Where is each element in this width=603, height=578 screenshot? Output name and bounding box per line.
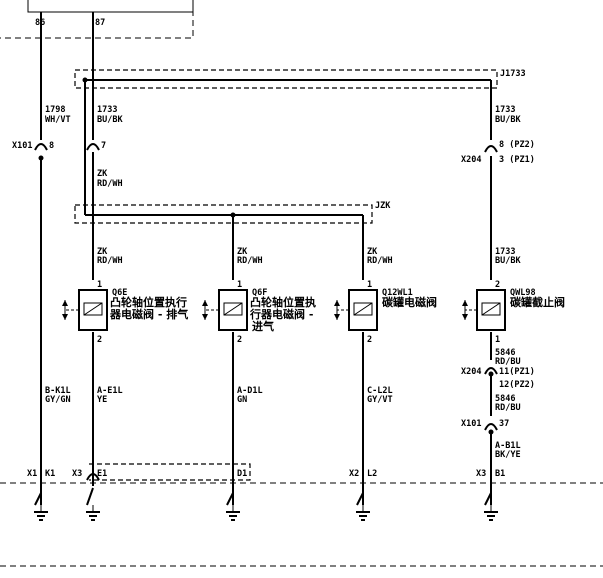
wire-ab1l-color: BK/YE <box>495 450 521 460</box>
wire-ab1l-num: A-B1L <box>495 441 521 451</box>
bottom-l2-conn: X2 <box>349 469 359 479</box>
splice-j1733: J1733 <box>74 69 526 89</box>
grounds <box>34 487 498 521</box>
x204-bot-pin-b: 12(PZ2) <box>499 380 535 390</box>
wire-bk1l-color: GY/GN <box>45 395 71 405</box>
wire-zk3-num: ZK <box>367 247 378 257</box>
q98-pin-bottom: 1 <box>495 335 500 345</box>
component-qwl98: 2 1 QWL98 碳罐截止阀 <box>462 280 565 345</box>
wire-zk3-color: RD/WH <box>367 256 393 266</box>
x101-bot-pin: 37 <box>499 419 509 429</box>
q6e-pin-bottom: 2 <box>97 335 102 345</box>
wire-labels-mid: ZK RD/WH ZK RD/WH ZK RD/WH 1733 BU/BK <box>97 247 521 266</box>
splice-jzk: JZK <box>74 201 391 225</box>
wire-zk1-color: RD/WH <box>97 256 123 266</box>
x204-bot-name: X204 <box>461 367 481 377</box>
splice-j1733-label: J1733 <box>500 69 526 79</box>
wire-1733a-color: BU/BK <box>97 115 123 125</box>
wire-1798-num: 1798 <box>45 105 65 115</box>
bottom-k1-pin: K1 <box>45 469 55 479</box>
q6f-desc-1: 凸轮轴位置执 <box>250 295 316 309</box>
wire-zk-main-color: RD/WH <box>97 179 123 189</box>
connector-x101-top: X101 8 7 <box>12 141 106 161</box>
wire-5846a-color: RD/BU <box>495 357 521 367</box>
bottom-e1-conn: X3 <box>72 469 82 479</box>
bottom-l2-pin: L2 <box>367 469 377 479</box>
x101-bot-name: X101 <box>461 419 481 429</box>
bottom-b1-pin: B1 <box>495 469 505 479</box>
wire-zk2-num: ZK <box>237 247 248 257</box>
splice-jzk-label: JZK <box>375 201 391 211</box>
component-q12wl1: 1 2 Q12WL1 碳罐电磁阀 <box>334 280 437 345</box>
bottom-connectors: X1 K1 X3 E1 D1 X2 L2 X3 B1 <box>0 463 603 484</box>
q6f-pin-bottom: 2 <box>237 335 242 345</box>
wires <box>40 12 492 505</box>
relay-pin-87: 87 <box>95 18 105 28</box>
q6f-pin-top: 1 <box>237 280 242 290</box>
x101-top-pin-a: 8 <box>49 141 54 151</box>
q6e-desc-1: 凸轮轴位置执行 <box>110 295 187 309</box>
wire-zk2-color: RD/WH <box>237 256 263 266</box>
bottom-b1-conn: X3 <box>476 469 486 479</box>
connector-x204-top: 8 (PZ2) X204 3 (PZ1) <box>461 140 535 165</box>
x204-top-pin-a: 8 (PZ2) <box>499 140 535 150</box>
wire-1733b-num: 1733 <box>495 105 515 115</box>
q6e-pin-top: 1 <box>97 280 102 290</box>
right-lower: 5846 RD/BU X204 11(PZ1) 12(PZ2) 5846 RD/… <box>461 348 535 460</box>
wire-5846b-color: RD/BU <box>495 403 521 413</box>
wire-1733b-color: BU/BK <box>495 115 521 125</box>
wire-1733c-num: 1733 <box>495 247 515 257</box>
x101-top-name: X101 <box>12 141 32 151</box>
q12-desc: 碳罐电磁阀 <box>382 295 437 309</box>
wire-labels-bottom: B-K1L GY/GN A-E1L YE A-D1L GN C-L2L GY/V… <box>45 386 393 405</box>
q6e-desc-2: 器电磁阀 - 排气 <box>109 307 188 321</box>
q6f-desc-3: 进气 <box>252 319 274 333</box>
q6e-id: Q6E <box>112 288 127 298</box>
q12-id: Q12WL1 <box>382 288 413 298</box>
q6f-id: Q6F <box>252 288 267 298</box>
q12-pin-bottom: 2 <box>367 335 372 345</box>
wire-ae1l-num: A-E1L <box>97 386 123 396</box>
wire-ad1l-color: GN <box>237 395 247 405</box>
wire-1733a-num: 1733 <box>97 105 117 115</box>
wire-cl2l-num: C-L2L <box>367 386 393 396</box>
wire-cl2l-color: GY/VT <box>367 395 393 405</box>
wire-bk1l-num: B-K1L <box>45 386 71 396</box>
wire-zk1-num: ZK <box>97 247 108 257</box>
x204-bot-pin-a: 11(PZ1) <box>499 367 535 377</box>
wire-1798-color: WH/VT <box>45 115 71 125</box>
component-q6f: 1 2 Q6F 凸轮轴位置执 行器电磁阀 - 进气 <box>202 280 316 345</box>
wire-zk-main-num: ZK <box>97 169 108 179</box>
wire-1733c-color: BU/BK <box>495 256 521 266</box>
wire-5846a-num: 5846 <box>495 348 515 358</box>
component-q6e: 1 2 Q6E 凸轮轴位置执行 器电磁阀 - 排气 <box>62 280 188 345</box>
x204-top-pin-b: 3 (PZ1) <box>499 155 535 165</box>
wire-ae1l-color: YE <box>97 395 107 405</box>
q12-pin-top: 1 <box>367 280 372 290</box>
q98-pin-top: 2 <box>495 280 500 290</box>
x101-top-pin-b: 7 <box>101 141 106 151</box>
bottom-d1-pin: D1 <box>237 469 247 479</box>
x204-top-name: X204 <box>461 155 481 165</box>
wire-5846b-num: 5846 <box>495 394 515 404</box>
bottom-k1-conn: X1 <box>27 469 37 479</box>
q98-desc: 碳罐截止阀 <box>510 295 565 309</box>
wire-labels-top: 1798 WH/VT 1733 BU/BK 1733 BU/BK ZK RD/W… <box>45 105 521 189</box>
q98-id: QWL98 <box>510 288 536 298</box>
q6f-desc-2: 行器电磁阀 - <box>249 307 313 321</box>
top-relay: 86 87 <box>0 0 194 39</box>
wire-ad1l-num: A-D1L <box>237 386 263 396</box>
bottom-e1-pin: E1 <box>97 469 107 479</box>
